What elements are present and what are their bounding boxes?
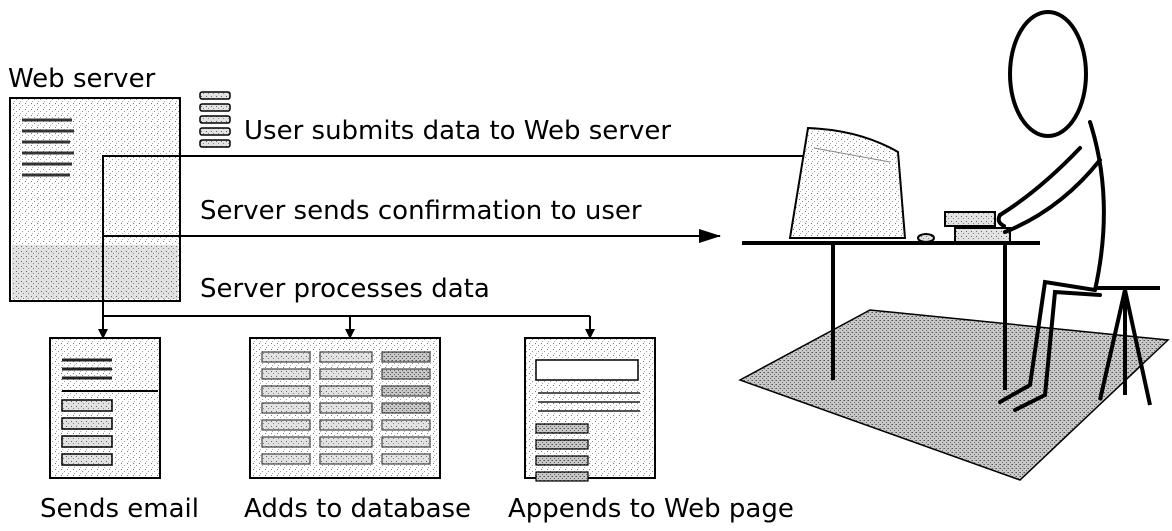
server-title: Web server [8, 64, 156, 94]
database-output-label: Adds to database [244, 494, 472, 524]
keyboard-icon [917, 211, 1011, 243]
submit-flow-label: User submits data to Web server [244, 116, 672, 146]
process-flow-label: Server processes data [200, 274, 490, 304]
email-output-label: Sends email [40, 494, 199, 524]
email-document-icon [49, 337, 161, 479]
stool-icon [1095, 286, 1160, 406]
database-table-icon [249, 337, 441, 479]
webpage-output-label: Appends to Web page [508, 494, 794, 524]
floor-shadow [738, 309, 1170, 481]
submit-flow-line [102, 155, 808, 316]
webpage-document-icon [524, 337, 656, 482]
computer-monitor-icon [788, 126, 907, 239]
user-figure-icon [996, 10, 1106, 412]
web-server-icon [9, 97, 181, 302]
confirm-flow-label: Server sends confirmation to user [200, 196, 642, 226]
form-data-icon [199, 91, 231, 148]
